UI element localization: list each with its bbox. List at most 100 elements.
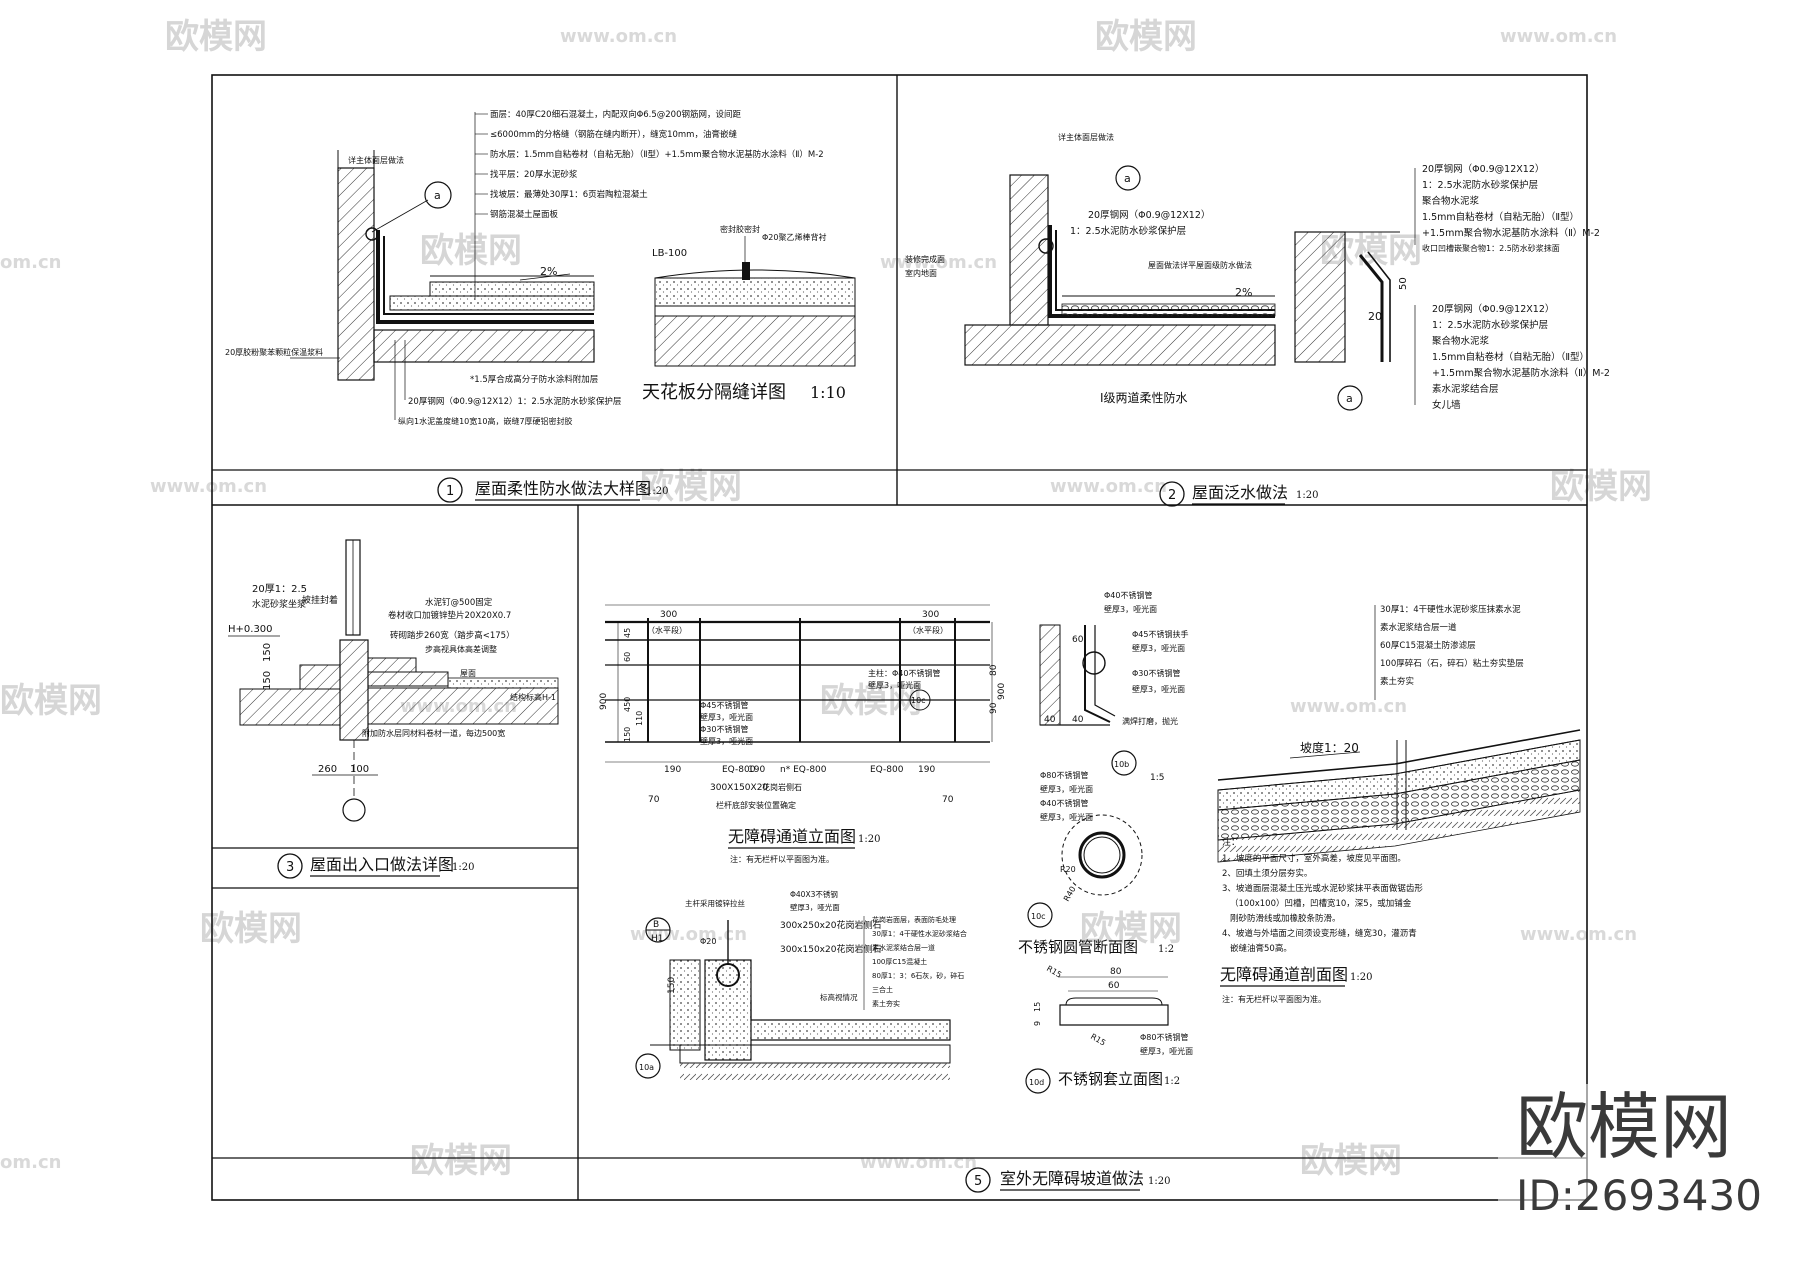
parapet-note: 详主体面层做法 [348,155,404,165]
ramp-elevation-scale: 1:20 [858,834,880,845]
ramp-section-note: 注：有无栏杆以平面图为准。 [1222,994,1326,1004]
dim-top: 300 [922,610,939,620]
slope-label: 2% [540,265,557,278]
lb-label: LB-100 [652,248,687,259]
detail-a-callout: a [1346,392,1353,405]
entrance-label: 结构标高H-1 [510,692,556,702]
detail-note: 1：2.5水泥防水砂浆保护层 [1432,319,1548,331]
10d-label: 壁厚3，哑光面 [1140,1046,1193,1056]
dim-40: 40 [1072,715,1084,725]
10b-label: 壁厚3，哑光面 [1132,643,1185,653]
dim-150: 150 [262,671,273,690]
entrance-label: 水泥砂浆坐浆 [252,598,306,610]
watermark-brand: 欧模网 [165,17,267,57]
note-line: 防水层：1.5mm自粘卷材（自粘无胎）（Ⅱ型）+1.5mm聚合物水泥基防水涂料（… [490,149,824,160]
panel-2-scale: 1:20 [1296,490,1318,501]
bottom-note: *1.5厚合成高分子防水涂料附加层 [470,374,598,385]
ref-bottom: H1 [651,934,664,944]
panel-2-number: 2 [1168,488,1176,503]
10a-label: 100厚C15混凝土 [872,957,927,966]
detail-10d: 80 60 15 9 R15 R15 Φ80不锈钢管 壁厚3，哑光面 10d 不… [1025,964,1193,1094]
callout-10c: 10c [1031,912,1046,921]
watermark-url: www.om.cn [560,26,677,47]
dim-bottom: 190 [748,765,765,775]
10b-label: Φ30不锈钢管 [1132,668,1180,678]
frame-lines [211,74,1588,1201]
panel-1-title: 屋面柔性防水做法大样图 [475,479,651,498]
dim-80: 80 [989,664,999,676]
panel-2-caption: Ⅰ级两道柔性防水 [1100,390,1188,405]
ramp-layer: 素水泥浆结合层一道 [1380,622,1457,633]
rail-label: 栏杆底部安装位置确定 [716,800,796,810]
ramp-note: 3、坡道面层混凝土压光或水泥砂浆抹平表面做锯齿形 [1222,883,1423,894]
10c-title: 不锈钢圆管断面图 [1018,938,1138,956]
elevation-label: H+0.300 [228,624,273,635]
10c-label: 壁厚3，哑光面 [1040,784,1093,794]
dim-20: 20 [1368,310,1382,323]
wall-note: 详主体面层做法 [1058,132,1114,142]
watermark-tiles-url: www.om.cn www.om.cn om.cn www.om.cn www.… [0,26,1637,1173]
rail-label: 壁厚3，哑光面 [700,712,753,722]
rail-label: 300X150X20 [710,783,768,793]
r15: R15 [1089,1032,1107,1048]
watermark-brand: 欧模网 [640,467,742,507]
ramp-section-title: 无障碍通道剖面图 [1220,965,1348,984]
ref-top: B [653,920,659,930]
note-line: 找坡层：最薄处30厚1：6页岩陶粒混凝土 [490,189,648,200]
10a-label: 标高视情况 [820,992,858,1002]
10b-label: 壁厚3，哑光面 [1132,684,1185,694]
dim-h110: 110 [635,711,644,726]
dim-phi: Φ20 [700,937,716,946]
entrance-label: 披挂封着 [302,594,338,606]
corner-id: ID:2693430 [1516,1171,1762,1220]
watermark-url: om.cn [0,252,61,273]
watermark-url: www.om.cn [1290,696,1407,717]
dim-100: 100 [350,764,369,775]
callout-a: a [1124,172,1131,185]
10a-label: 30厚1：4干硬性水泥砂浆结合 [872,929,967,938]
10b-label: Φ45不锈钢扶手 [1132,629,1188,639]
10c-label: Φ80不锈钢管 [1040,770,1088,780]
10a-label: 花岗岩面层，表面防毛处理 [872,915,956,924]
entrance-label: 水泥钉@500固定 [425,597,493,608]
watermark-url: www.om.cn [860,1152,977,1173]
watermark-url: www.om.cn [1050,476,1167,497]
10b-label: 满焊打磨，抛光 [1122,716,1178,726]
dim-60: 60 [1108,981,1120,991]
bottom-note: 20厚钢网（Φ0.9@12X12）1：2.5水泥防水砂浆保护层 [408,396,621,407]
dim-50: 50 [1398,277,1409,290]
dim-60: 60 [1072,635,1084,645]
ramp-elevation-title: 无障碍通道立面图 [728,827,856,846]
detail-note: 聚合物水泥浆 [1422,195,1480,207]
panel-2-flashing: a 详主体面层做法 20厚钢网（Φ0.9@12X12） 1：2.5水泥防水砂浆保… [905,132,1610,507]
entrance-label: 20厚1：2.5 [252,583,307,595]
detail-note: 1.5mm自粘卷材（自粘无胎）（Ⅱ型） [1422,211,1579,223]
detail-10a: B H1 主杆采用镀锌拉丝 Φ40X3不锈钢 壁厚3，哑光面 300x250x2… [635,889,967,1081]
10a-label: 素水泥浆结合层一道 [872,943,935,952]
10c-label: 壁厚3，哑光面 [1040,812,1093,822]
panel-3-scale: 1:20 [452,862,474,873]
dim-80: 80 [1110,967,1122,977]
dim-90: 90 [989,702,999,714]
rail-label: 花岗岩侧石 [762,782,802,792]
watermark-url: om.cn [0,1152,61,1173]
dim-15: 15 [1033,1002,1042,1012]
dim-260: 260 [318,764,337,775]
watermark-brand: 欧模网 [420,231,522,271]
dim-h900: 900 [997,683,1007,700]
watermark-brand: 欧模网 [0,681,102,721]
callout-10d: 10d [1029,1078,1044,1087]
ramp-layer: 100厚碎石（石，碎石）粘土夯实垫层 [1380,658,1524,669]
rod-label: Φ20聚乙烯棒背衬 [762,232,826,242]
dim-h150: 150 [623,727,632,742]
panel-3-title: 屋面出入口做法详图 [310,855,454,874]
10a-label: 壁厚3，哑光面 [790,902,840,912]
callout-a: a [434,189,441,202]
rail-label: 壁厚3，哑光面 [868,680,921,690]
ramp-elevation-note: 注：有无栏杆以平面图为准。 [730,854,834,864]
finish-note: 装修完成面 [905,254,945,264]
detail-note: 女儿墙 [1432,399,1461,411]
r20: R20 [1060,865,1076,874]
watermark-url: www.om.cn [1520,924,1637,945]
watermark-brand: 欧模网 [1550,467,1652,507]
